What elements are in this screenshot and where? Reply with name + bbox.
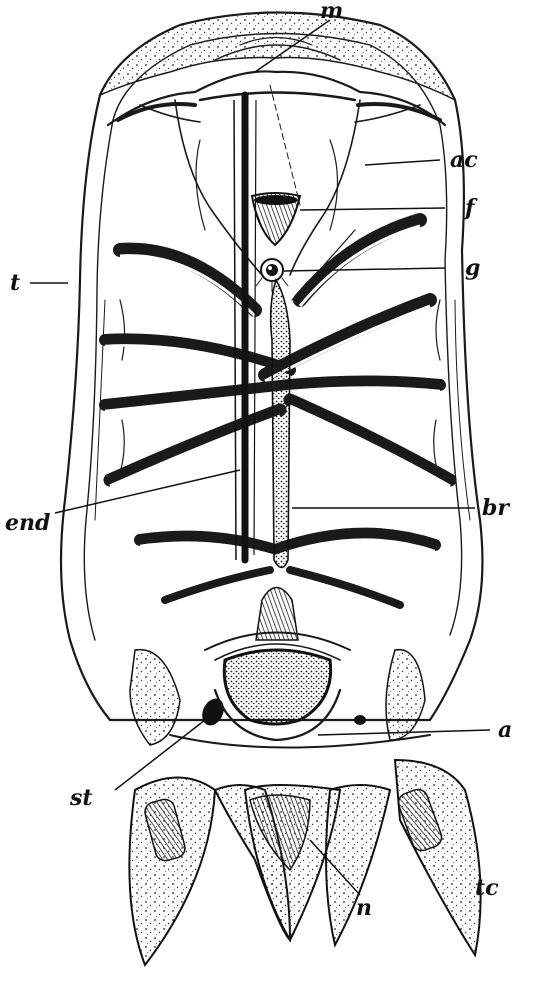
- label-tc: tc: [475, 875, 499, 901]
- label-st: st: [69, 785, 93, 811]
- label-end: end: [5, 510, 50, 536]
- label-br: br: [482, 495, 510, 521]
- label-g: g: [465, 255, 480, 281]
- muscle-band: [300, 220, 420, 306]
- muscle-band: [290, 400, 450, 486]
- food-mass: [252, 193, 300, 245]
- label-f: f: [463, 195, 478, 221]
- label-m: m: [320, 0, 343, 24]
- tail-appendages: [129, 735, 480, 965]
- leader-line-g: [284, 268, 445, 271]
- gut-chamber: [215, 650, 340, 740]
- tail-appendage-right: [395, 760, 481, 955]
- tail-appendage-middle: [215, 785, 390, 945]
- leader-line-f: [300, 208, 445, 210]
- endostyle: [234, 95, 256, 560]
- label-t: t: [10, 270, 20, 296]
- label-n: n: [356, 895, 372, 921]
- leader-line-end: [55, 470, 240, 513]
- leader-line-ac: [365, 160, 440, 165]
- label-a: a: [498, 717, 512, 743]
- tail-appendage-left: [129, 778, 215, 966]
- label-ac: ac: [450, 147, 478, 173]
- ganglion: [256, 259, 288, 292]
